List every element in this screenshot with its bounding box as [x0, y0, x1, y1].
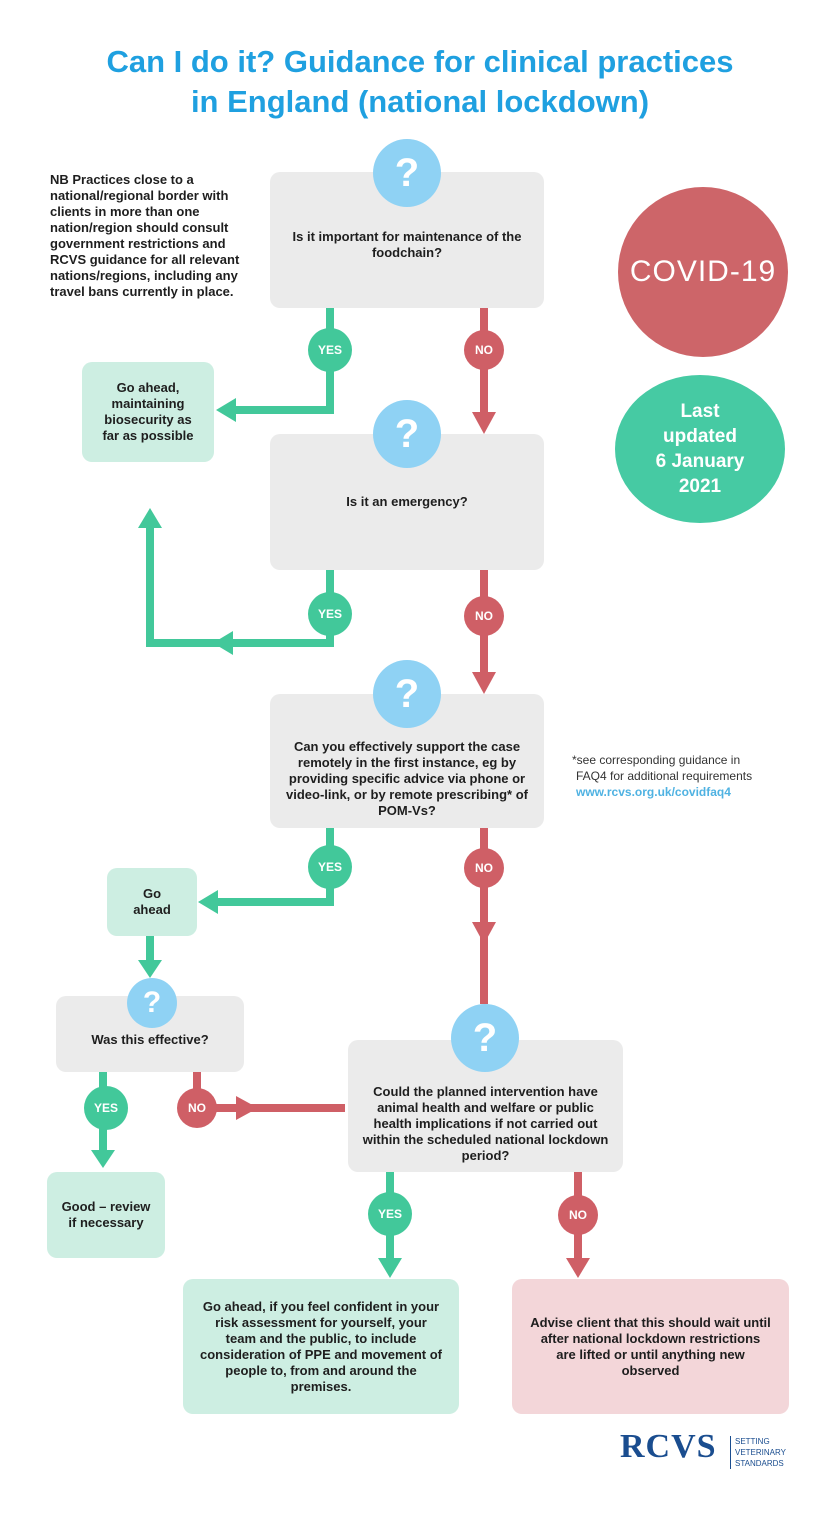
question-planned-intervention-text: Could the planned intervention have anim… — [362, 1084, 609, 1163]
footnote: *see corresponding guidance in FAQ4 for … — [572, 752, 812, 800]
outcome-advise-client-text: Advise client that this should wait unti… — [530, 1314, 771, 1378]
outcome-go-ahead-text: Go ahead — [133, 886, 171, 917]
outcome-go-ahead: Go ahead — [107, 868, 197, 936]
q4-no-connector — [193, 1072, 345, 1112]
question-foodchain-text: Is it important for maintenance of the f… — [292, 229, 522, 260]
q2-yes-badge: YES — [308, 592, 352, 636]
q1-no-badge: NO — [464, 330, 504, 370]
q5-no-badge: NO — [558, 1195, 598, 1235]
outcome-go-ahead-biosecurity: Go ahead, maintaining biosecurity as far… — [82, 362, 214, 462]
outcome-advise-client: Advise client that this should wait unti… — [512, 1279, 789, 1414]
tagline-line-1: SETTING — [735, 1437, 770, 1446]
arrowhead — [216, 398, 236, 422]
footnote-line-1: *see corresponding guidance in — [572, 753, 741, 767]
border-practices-note: NB Practices close to a national/regiona… — [50, 172, 240, 299]
updated-line-1: Last — [680, 401, 720, 422]
arrowhead — [472, 672, 496, 694]
question-mark-icon: ? — [127, 978, 177, 1028]
arrowhead — [198, 890, 218, 914]
q1-yes-badge: YES — [308, 328, 352, 372]
tagline-line-3: STANDARDS — [735, 1459, 784, 1468]
arrowhead — [378, 1258, 402, 1278]
question-emergency-text: Is it an emergency? — [346, 494, 468, 509]
outcome-good-review: Good – review if necessary — [47, 1172, 165, 1258]
arrowhead — [472, 922, 496, 944]
page-title: Can I do it? Guidance for clinical pract… — [20, 42, 820, 122]
outcome-go-ahead-biosecurity-text: Go ahead, maintaining biosecurity as far… — [102, 380, 194, 443]
rcvs-logo-name: RCVS — [620, 1428, 717, 1465]
question-remote-support-text: Can you effectively support the case rem… — [286, 739, 528, 818]
covid-badge: COVID-19 — [618, 187, 788, 357]
title-line-1: Can I do it? Guidance for clinical pract… — [106, 44, 734, 79]
footnote-line-2: FAQ4 for additional requirements — [576, 769, 753, 783]
outcome-good-review-text: Good – review if necessary — [61, 1199, 151, 1230]
rcvs-logo: RCVS SETTING VETERINARY STANDARDS — [620, 1428, 800, 1478]
q3-yes-badge: YES — [308, 845, 352, 889]
arrowhead — [138, 508, 162, 528]
outcome-go-ahead-confident: Go ahead, if you feel confident in your … — [183, 1279, 459, 1414]
question-mark-icon: ? — [451, 1004, 519, 1072]
arrowhead — [236, 1096, 258, 1120]
question-mark-icon: ? — [373, 660, 441, 728]
updated-line-2: updated — [663, 426, 737, 447]
arrowhead — [566, 1258, 590, 1278]
title-line-2: in England (national lockdown) — [190, 84, 650, 119]
q2-no-badge: NO — [464, 596, 504, 636]
q3-no-badge: NO — [464, 848, 504, 888]
tagline-line-2: VETERINARY — [735, 1448, 786, 1457]
q5-yes-badge: YES — [368, 1192, 412, 1236]
question-mark-icon: ? — [373, 139, 441, 207]
faq-link[interactable]: www.rcvs.org.uk/covidfaq4 — [576, 785, 731, 799]
updated-line-4: 2021 — [678, 476, 722, 497]
last-updated-badge: Last updated 6 January 2021 — [615, 375, 785, 523]
arrowhead — [91, 1150, 115, 1168]
arrowhead — [472, 412, 496, 434]
arrowhead — [213, 631, 233, 655]
outcome-go-ahead-confident-text: Go ahead, if you feel confident in your … — [200, 1298, 442, 1394]
updated-line-3: 6 January — [655, 451, 745, 472]
question-mark-icon: ? — [373, 400, 441, 468]
rcvs-logo-tagline: SETTING VETERINARY STANDARDS — [730, 1436, 786, 1469]
arrowhead — [138, 960, 162, 978]
q4-no-badge: NO — [177, 1088, 217, 1128]
question-effective-text: Was this effective? — [91, 1032, 209, 1047]
q4-yes-badge: YES — [84, 1086, 128, 1130]
question-remote-support: Can you effectively support the case rem… — [270, 694, 544, 828]
